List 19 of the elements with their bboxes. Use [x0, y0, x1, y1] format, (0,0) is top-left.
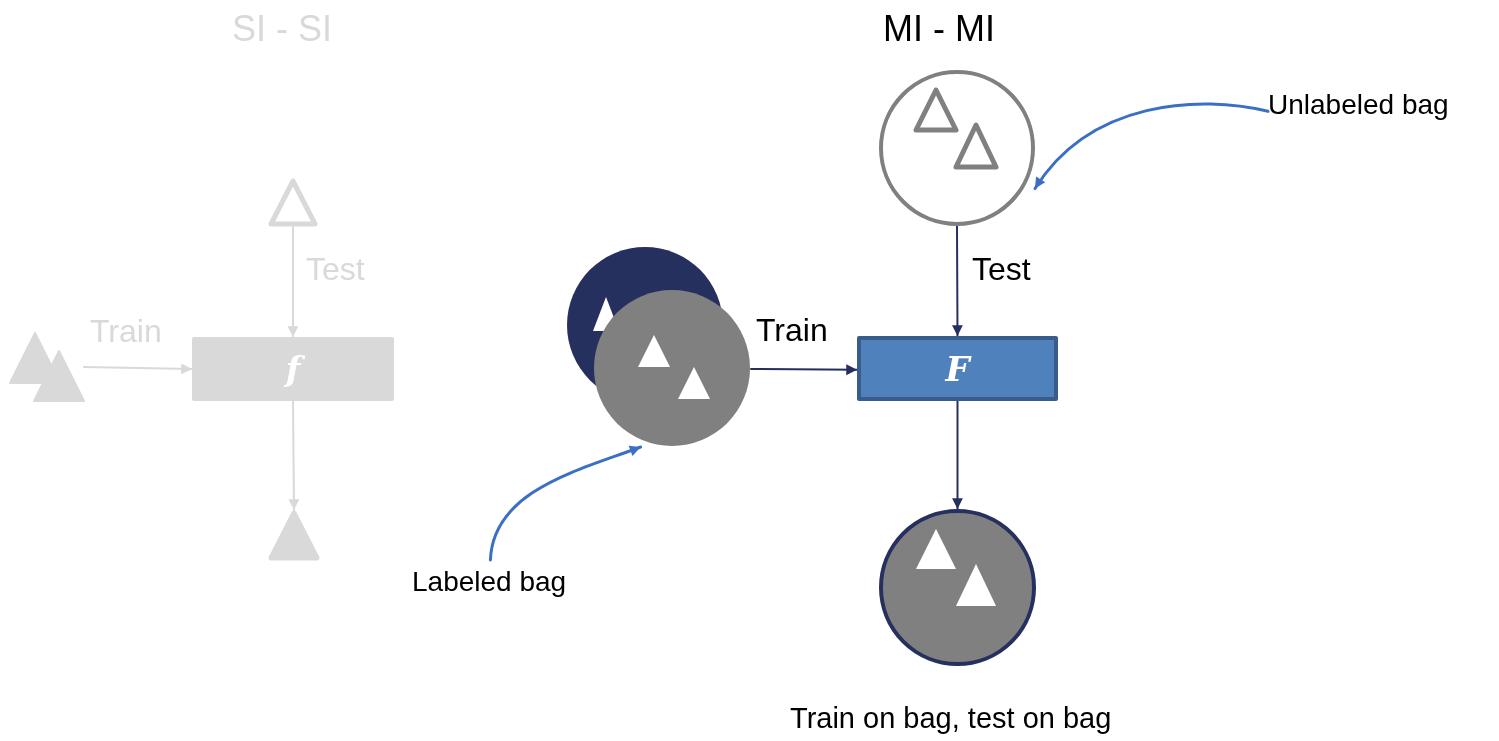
arrow [750, 364, 858, 376]
panel-heading: MI - MI [883, 8, 995, 50]
function-box: F [857, 336, 1058, 401]
leader-arrow [1033, 102, 1270, 191]
arrow [952, 225, 963, 337]
bag-label: Labeled bag [412, 560, 608, 604]
caption: Train on bag, test on bag [790, 702, 1112, 735]
triangle-pair-node [10, 333, 84, 401]
triangle-node [268, 178, 318, 227]
bag-circle [879, 509, 1036, 666]
arrow [287, 226, 299, 338]
arrow [288, 400, 300, 511]
unlabeled-bag-circle [879, 70, 1035, 226]
bag-label: Unlabeled bag [1268, 84, 1494, 126]
labeled-bag-drawing [567, 247, 751, 447]
leader-arrow [488, 445, 643, 562]
arrow [83, 363, 193, 375]
arrow [952, 400, 963, 510]
triangle-node [268, 510, 320, 561]
